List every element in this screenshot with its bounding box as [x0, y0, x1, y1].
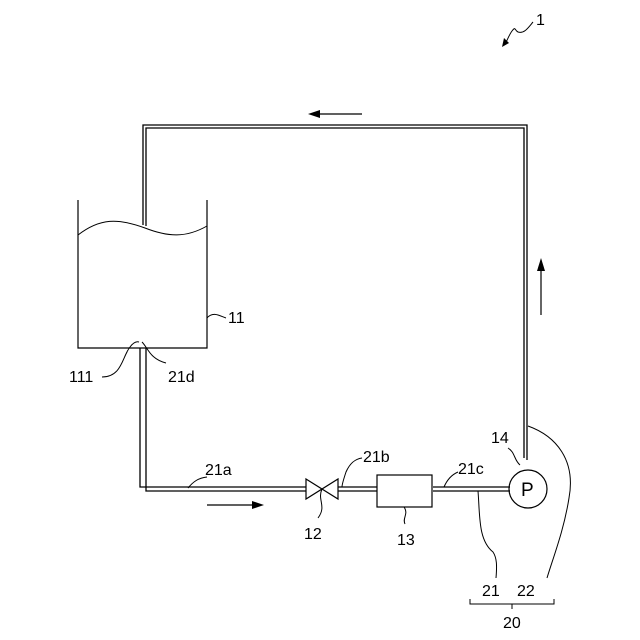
- label-unit: 13: [397, 532, 415, 549]
- label-system: 1: [536, 12, 545, 29]
- group-bracket: [470, 599, 554, 609]
- pipe-b-leader: [342, 458, 362, 487]
- tank-outlet-leader: [102, 342, 139, 377]
- pump-symbol: P: [521, 480, 534, 501]
- label-tank-outlet: 111: [69, 369, 93, 386]
- label-pipe-b: 21b: [363, 449, 390, 466]
- pipe-group-1-leader: [478, 491, 497, 578]
- label-tank: 11: [228, 310, 245, 327]
- label-valve: 12: [304, 526, 322, 543]
- circulation-pipe: [140, 125, 527, 491]
- system-leader-squiggle: [505, 22, 533, 44]
- label-pipe-a: 21a: [205, 462, 232, 479]
- flow-arrow-top: [308, 110, 362, 118]
- label-group: 20: [503, 615, 521, 632]
- pipe-outer-line: [140, 125, 527, 487]
- label-pump: 14: [491, 430, 509, 447]
- unit-box: [377, 475, 432, 507]
- label-pipe-group-1: 21: [482, 583, 500, 600]
- tank-leader: [207, 314, 226, 318]
- flow-arrow-right: [537, 258, 545, 315]
- label-pipe-c: 21c: [458, 461, 484, 478]
- pipe-group-2-leader: [528, 426, 570, 578]
- pipe-inner-line: [146, 128, 524, 491]
- unit-leader: [404, 507, 406, 524]
- pump-leader: [508, 448, 520, 465]
- label-pipe-group-2: 22: [517, 583, 535, 600]
- valve-leader: [318, 489, 322, 518]
- label-pipe-d: 21d: [168, 369, 195, 386]
- valve: [306, 479, 338, 518]
- pipe-c-leader: [444, 472, 458, 487]
- flow-arrow-bottom: [207, 501, 264, 509]
